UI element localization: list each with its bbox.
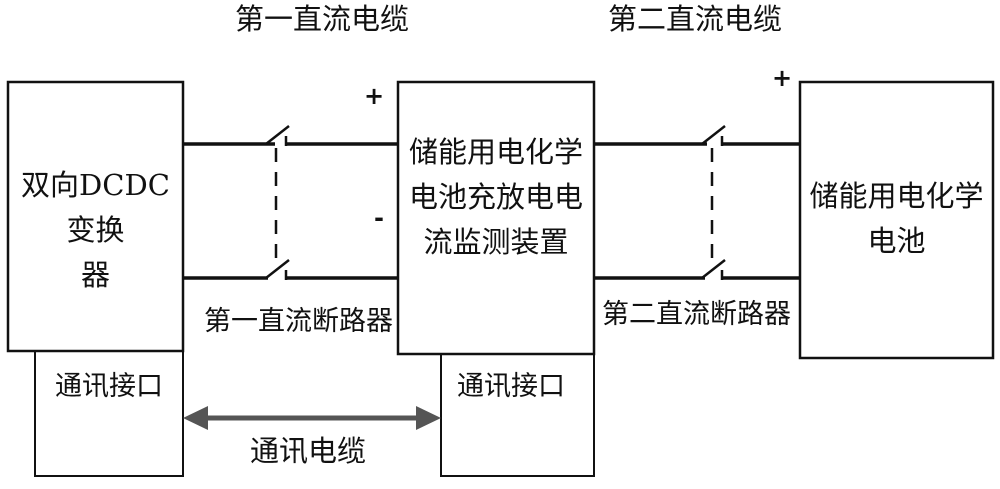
comm-port-mid-label: 通讯接口 — [457, 371, 565, 402]
monitor-device-line2: 电池充放电电 — [408, 179, 583, 214]
monitor-device-line3: 流监测装置 — [423, 224, 569, 259]
monitor-device-text: 储能用电化学 电池充放电电 流监测装置 — [398, 130, 594, 265]
dcdc-converter-line2: 器 — [80, 257, 110, 292]
first-breaker-minus-contact — [265, 259, 290, 279]
comm-cable-arrowhead-left — [183, 406, 208, 430]
first-plus-sign: + — [364, 82, 385, 110]
first-minus-sign: - — [374, 204, 384, 232]
first-dc-breaker-label: 第一直流断路器 — [204, 306, 393, 337]
battery-text: 储能用电化学 电池 — [800, 174, 993, 264]
battery-line2: 电池 — [867, 223, 926, 258]
first-dc-cable-label: 第一直流电缆 — [235, 2, 410, 36]
battery-line1: 储能用电化学 — [809, 179, 984, 213]
first-breaker-plus-contact — [265, 125, 290, 145]
battery-box — [798, 80, 995, 360]
monitor-device-line1: 储能用电化学 — [408, 135, 583, 169]
second-breaker-minus-contact — [701, 259, 726, 279]
monitor-device-box — [396, 80, 596, 356]
comm-cable-label: 通讯电缆 — [250, 434, 367, 468]
dcdc-converter-box — [6, 80, 185, 353]
second-breaker-plus-contact — [701, 125, 726, 145]
dcdc-converter-text: 双向DCDC变换 器 — [8, 163, 183, 298]
dcdc-converter-line1: 双向DCDC变换 — [21, 168, 170, 247]
comm-port-left-box — [34, 351, 184, 477]
comm-port-left-label: 通讯接口 — [55, 371, 163, 402]
comm-cable-arrowhead-right — [416, 406, 441, 430]
second-dc-breaker-label: 第二直流断路器 — [602, 299, 791, 330]
second-plus-sign: + — [772, 64, 793, 92]
second-dc-cable-label: 第二直流电缆 — [608, 2, 783, 36]
comm-port-mid-box — [440, 354, 595, 477]
